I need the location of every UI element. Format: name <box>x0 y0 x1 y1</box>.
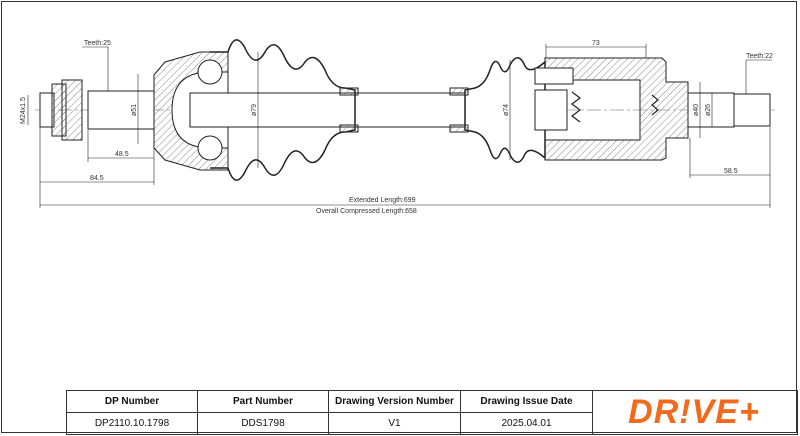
outer-boot <box>210 39 356 181</box>
dia-40-label: ø40 <box>693 104 700 116</box>
dia-51-label: ø51 <box>131 104 138 116</box>
drawing-version-value: V1 <box>328 412 461 435</box>
right-teeth-label: Teeth:22 <box>746 53 773 60</box>
outer-stub-shaft <box>87 90 155 130</box>
dim-58-5: 58.5 <box>724 168 738 175</box>
dia-74-label: ø74 <box>503 104 510 116</box>
axle-nut <box>39 79 83 141</box>
left-teeth-label: Teeth:25 <box>84 40 111 47</box>
logo-cell <box>592 390 798 435</box>
logo-text: DR!VE+ <box>628 392 760 431</box>
dim-73: 73 <box>592 40 600 47</box>
extended-length: Extended Length:699 <box>349 197 416 204</box>
thread-label: M24x1.5 <box>20 97 27 124</box>
dim-84-5: 84.5 <box>90 175 104 182</box>
title-block: DP Number Part Number Drawing Version Nu… <box>66 390 798 435</box>
dim-48-5: 48.5 <box>115 151 129 158</box>
header-issue-date: Drawing Issue Date <box>460 390 593 413</box>
dp-number-value: DP2110.10.1798 <box>66 412 198 435</box>
compressed-length: Overall Compressed Length:658 <box>316 208 417 215</box>
inner-stub-shaft <box>687 92 735 128</box>
header-part-number: Part Number <box>197 390 329 413</box>
part-number-value: DDS1798 <box>197 412 329 435</box>
header-drawing-version: Drawing Version Number <box>328 390 461 413</box>
drive-plus-logo: DR!VE+ <box>592 391 796 433</box>
tripod-housing <box>544 57 689 161</box>
header-dp-number: DP Number <box>66 390 198 413</box>
dia-26-label: ø26 <box>705 104 712 116</box>
dia-79-label: ø79 <box>251 104 258 116</box>
issue-date-value: 2025.04.01 <box>460 412 593 435</box>
